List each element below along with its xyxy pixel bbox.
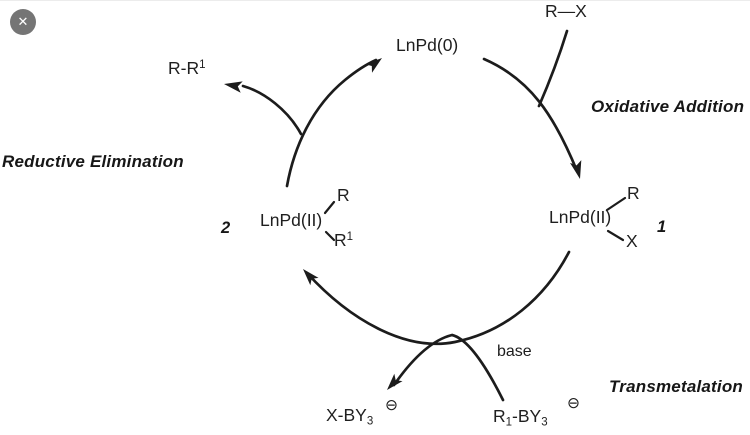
close-icon: ✕ <box>17 14 29 29</box>
complex2-bond-top <box>323 200 336 215</box>
oxidative-addition-arrowhead <box>570 160 582 179</box>
product-label: R-R1 <box>168 58 206 78</box>
base-label: base <box>497 343 532 360</box>
reactant-rx-label: R—X <box>545 1 587 21</box>
borate-in-sub3: 3 <box>541 416 548 429</box>
borate-in-sub1: 1 <box>505 416 513 429</box>
complex1-ligand-r: R <box>627 183 640 203</box>
complex2-number: 2 <box>221 219 231 237</box>
complex1-bond-top <box>605 196 627 212</box>
oxidative-addition-label: Oxidative Addition <box>591 97 745 116</box>
complex2-formula: LnPd(II) <box>260 210 323 230</box>
reductive-elimination-label: Reductive Elimination <box>2 152 184 171</box>
transmetalation-arrowhead <box>303 269 319 286</box>
borate-out-sub: 3 <box>366 415 374 428</box>
borate-out-label: X-BY3 <box>326 405 374 428</box>
complex2-ligand-r1: R1 <box>334 230 354 250</box>
product-exit-curve <box>241 84 303 136</box>
complex2-ligand-r1-main: R <box>334 230 347 250</box>
reductive-elimination-arrow <box>285 58 378 188</box>
borate-in-label: R1-BY3 <box>493 406 548 429</box>
rx-entry-curve <box>537 29 569 108</box>
complex1-bond-bottom <box>606 229 625 242</box>
complex2-bond-bottom <box>324 230 336 242</box>
oxidative-addition-arrow <box>482 57 579 173</box>
borate-out-charge-icon: ⊖ <box>385 396 398 414</box>
borate-exchange-curve <box>392 333 505 402</box>
complex1-formula: LnPd(II) <box>549 207 612 227</box>
borate-in-mid: -BY <box>512 406 542 426</box>
borate-in-pre: R <box>493 406 506 426</box>
close-button[interactable]: ✕ <box>10 9 36 35</box>
complex1-ligand-x: X <box>626 231 638 251</box>
reductive-elimination-arrowhead <box>365 58 382 73</box>
catalyst-pd0-label: LnPd(0) <box>396 35 459 55</box>
complex2-ligand-r: R <box>337 185 350 205</box>
transmetalation-arrow <box>305 250 571 346</box>
borate-in-charge-icon: ⊖ <box>567 394 580 412</box>
borate-exit-arrowhead <box>387 373 403 390</box>
product-exit-arrowhead <box>224 81 243 93</box>
borate-out-main: X-BY <box>326 405 367 425</box>
product-main: R-R <box>168 58 200 78</box>
product-sup: 1 <box>199 59 206 71</box>
complex1-number: 1 <box>657 218 667 236</box>
complex2-ligand-r1-sup: 1 <box>346 231 354 243</box>
transmetalation-label: Transmetalation <box>609 377 744 396</box>
